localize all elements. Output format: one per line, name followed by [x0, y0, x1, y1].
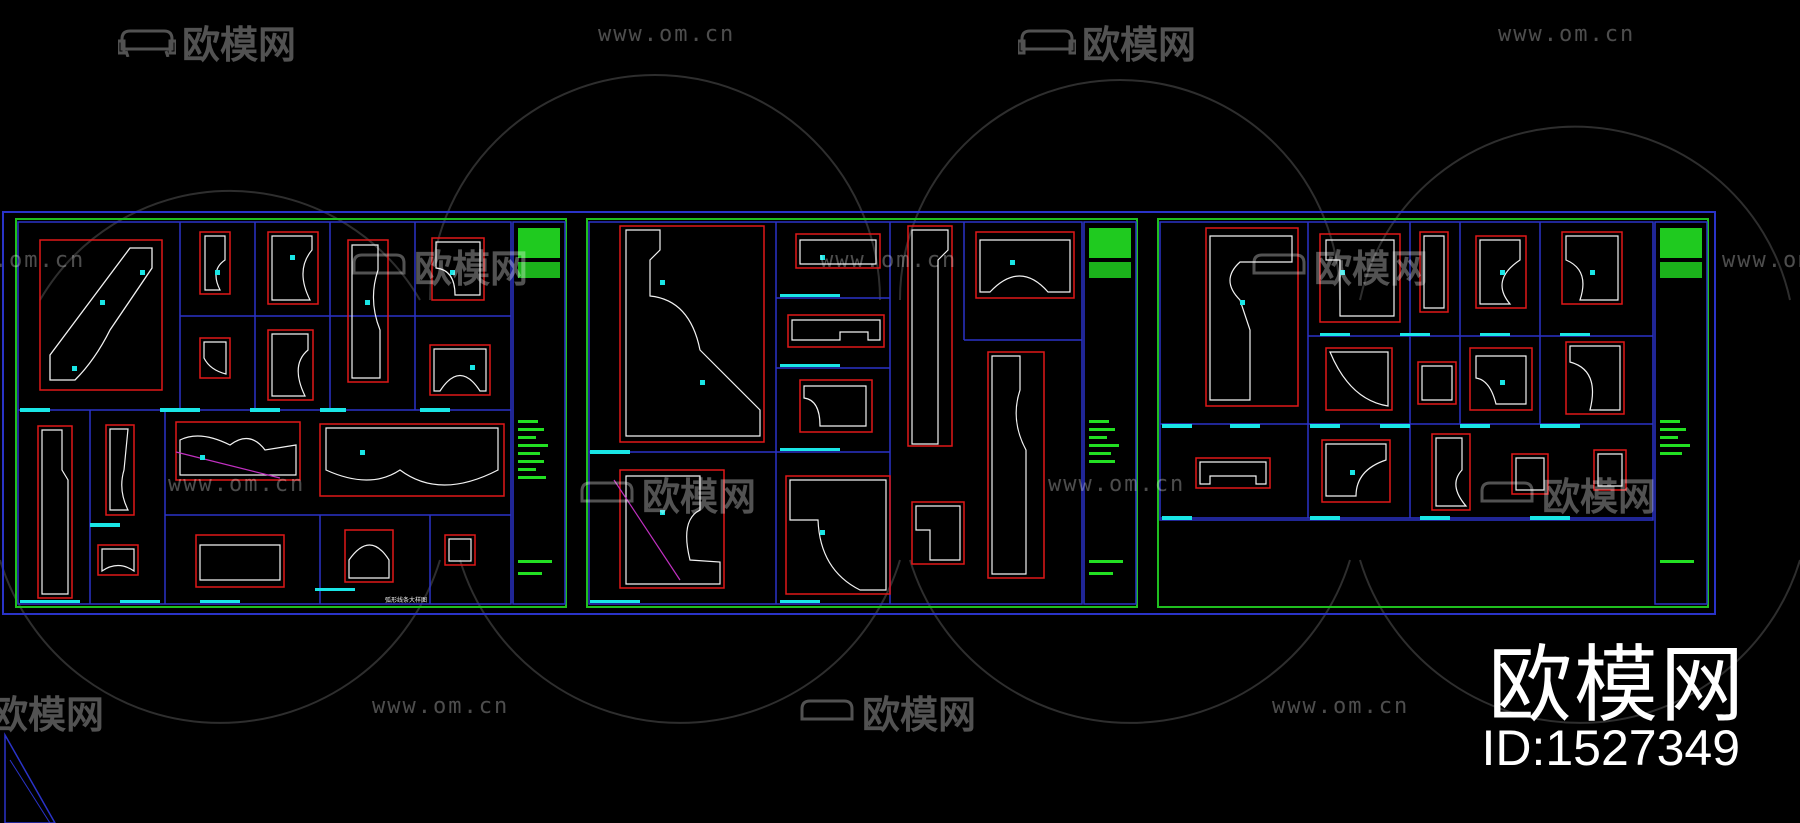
watermark-logo: 欧模网 [578, 466, 756, 521]
watermark-logo: 欧模网 [118, 14, 296, 69]
sofa-icon [118, 29, 176, 57]
watermark-arcs [0, 74, 1800, 724]
watermark-logo: 欧模网 [0, 684, 104, 739]
watermark-brand-text: 欧模网 [862, 693, 977, 737]
watermark-url: www.om.cn [168, 472, 306, 497]
sofa-icon [800, 699, 854, 720]
watermark-url: www.om.cn [0, 248, 86, 273]
watermark-url: www.om.cn [1498, 22, 1636, 47]
watermark-logo: 欧模网 [1250, 238, 1428, 293]
brand-title: 欧模网 [1487, 636, 1746, 734]
sofa-icon [352, 253, 406, 274]
sheet-3 [1157, 218, 1709, 608]
watermark-url: www.om.cn [1272, 694, 1410, 719]
watermark-brand-text: 欧模网 [182, 23, 297, 67]
watermark-logo: 欧模网 [1018, 14, 1196, 69]
sofa-icon [580, 481, 634, 502]
watermark-url: www.om.cn [1048, 472, 1186, 497]
watermark-url: www.om.cn [598, 22, 736, 47]
watermark-brand-text: 欧模网 [1082, 23, 1197, 67]
partial-triangle-fragment [4, 732, 56, 823]
watermark-brand-text: 欧模网 [414, 247, 529, 291]
sofa-icon [1480, 481, 1534, 502]
sheet-2 [586, 218, 1138, 608]
sofa-icon [1252, 253, 1306, 274]
outer-frame [2, 211, 1716, 615]
dimension-marks [20, 255, 1595, 603]
watermark-url: www.om.cn [820, 248, 958, 273]
watermark-logo: 欧模网 [350, 238, 528, 293]
watermark-brand-text: 欧模网 [642, 475, 757, 519]
sheet-1-footer-note: 弧形线条大样图 [385, 596, 427, 604]
model-id-label: ID:1527349 [1481, 720, 1740, 776]
sofa-icon [1018, 29, 1076, 54]
watermark-brand-text: 欧模网 [1542, 475, 1657, 519]
watermark-brand-text: 欧模网 [0, 693, 105, 737]
watermark-url: www.om.cn [372, 694, 510, 719]
watermark-url: www.om.cn [1722, 248, 1800, 273]
watermark-brand-text: 欧模网 [1314, 247, 1429, 291]
watermark-logo: 欧模网 [798, 684, 976, 739]
watermark-logo: 欧模网 [1478, 466, 1656, 521]
